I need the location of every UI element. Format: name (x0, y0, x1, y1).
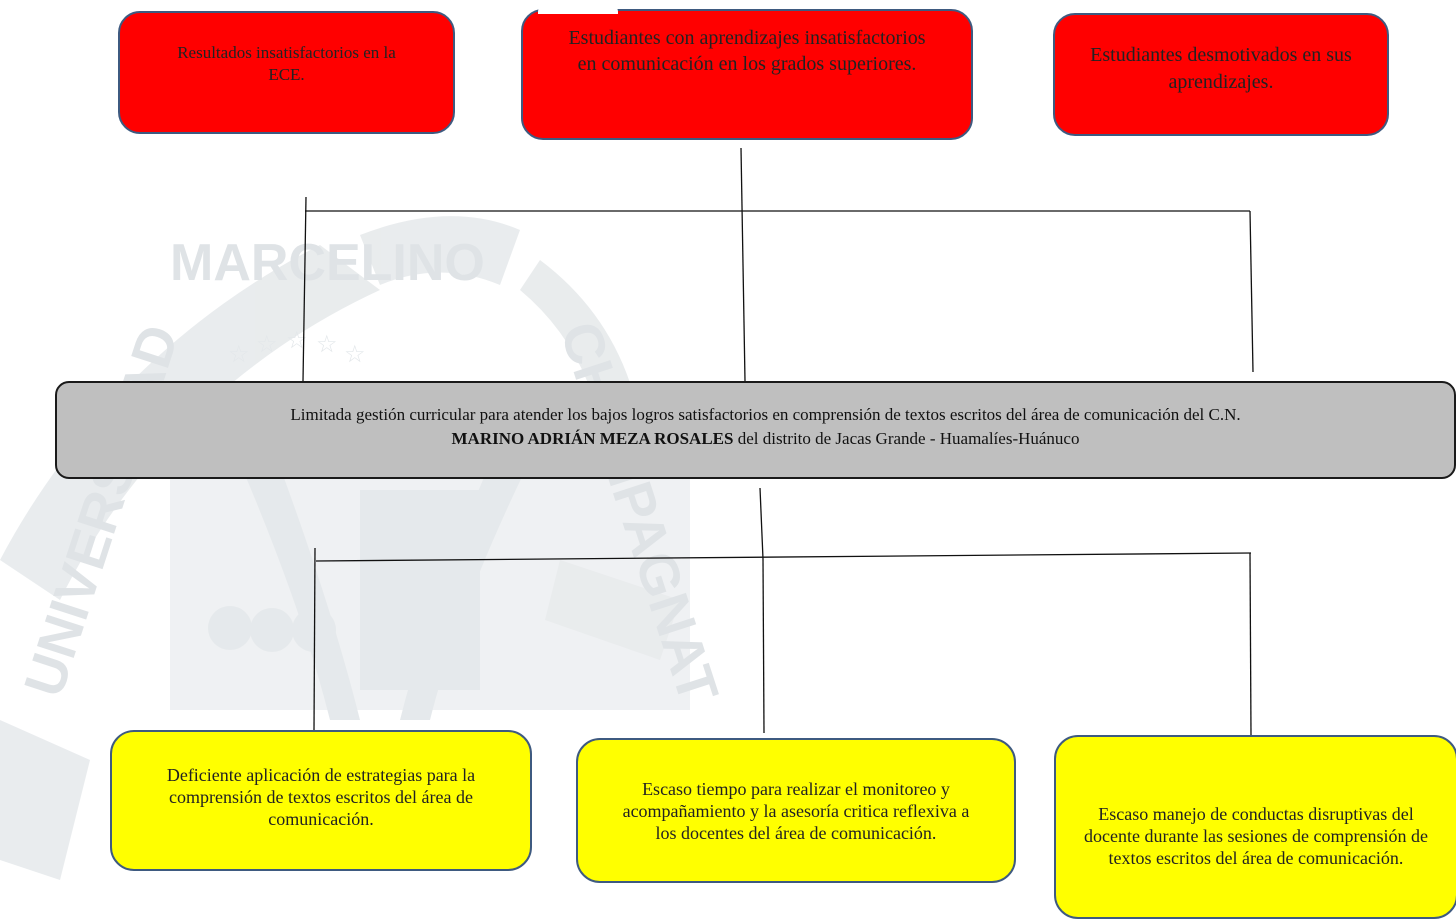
effect-text: Estudiantes con aprendizajes insatisfact… (568, 27, 926, 75)
svg-text:☆: ☆ (286, 326, 308, 354)
effect-2-connector (740, 147, 746, 382)
effect-1-connector (302, 196, 307, 382)
school-name: MARINO ADRIÁN MEZA ROSALES (451, 429, 734, 448)
cause-box-monitoring-time: Escaso tiempo para realizar el monitoreo… (576, 738, 1016, 883)
cause-2-connector (762, 558, 765, 734)
cause-3-connector (1249, 552, 1252, 736)
cause-box-disruptive-behavior: Escaso manejo de conductas disruptivas d… (1054, 735, 1456, 919)
svg-text:☆: ☆ (228, 340, 250, 368)
svg-text:☆: ☆ (316, 330, 338, 358)
effect-text: Resultados insatisfactorios en la ECE. (177, 42, 396, 84)
watermark-text-top: MARCELINO (170, 234, 485, 292)
cause-1-connector (313, 547, 316, 731)
problem-line-1: Limitada gestión curricular para atender… (290, 405, 1241, 424)
problem-down-connector (759, 487, 764, 560)
effect-box-demotivated-students: Estudiantes desmotivados en sus aprendiz… (1053, 13, 1389, 136)
svg-text:☆: ☆ (344, 340, 366, 368)
effect-text: Estudiantes desmotivados en sus aprendiz… (1090, 43, 1352, 93)
box-tab-notch (538, 4, 618, 14)
cause-text: Escaso manejo de conductas disruptivas d… (1084, 804, 1428, 868)
svg-text:☆: ☆ (256, 330, 278, 358)
causes-horizontal-line (315, 552, 1252, 562)
problem-line-2: MARINO ADRIÁN MEZA ROSALES del distrito … (290, 427, 1240, 451)
effect-box-unsatisfactory-learning: Estudiantes con aprendizajes insatisfact… (521, 9, 973, 140)
cause-text: Escaso tiempo para realizar el monitoreo… (622, 778, 970, 843)
cause-text: Deficiente aplicación de estrategias par… (166, 764, 476, 829)
central-problem-box: Limitada gestión curricular para atender… (55, 381, 1456, 479)
effect-3-connector (1249, 210, 1254, 373)
problem-line-2-rest: del distrito de Jacas Grande - Huamalíes… (733, 429, 1080, 448)
effect-box-ece-results: Resultados insatisfactorios en la ECE. (118, 11, 455, 134)
cause-box-strategies: Deficiente aplicación de estrategias par… (110, 730, 532, 871)
